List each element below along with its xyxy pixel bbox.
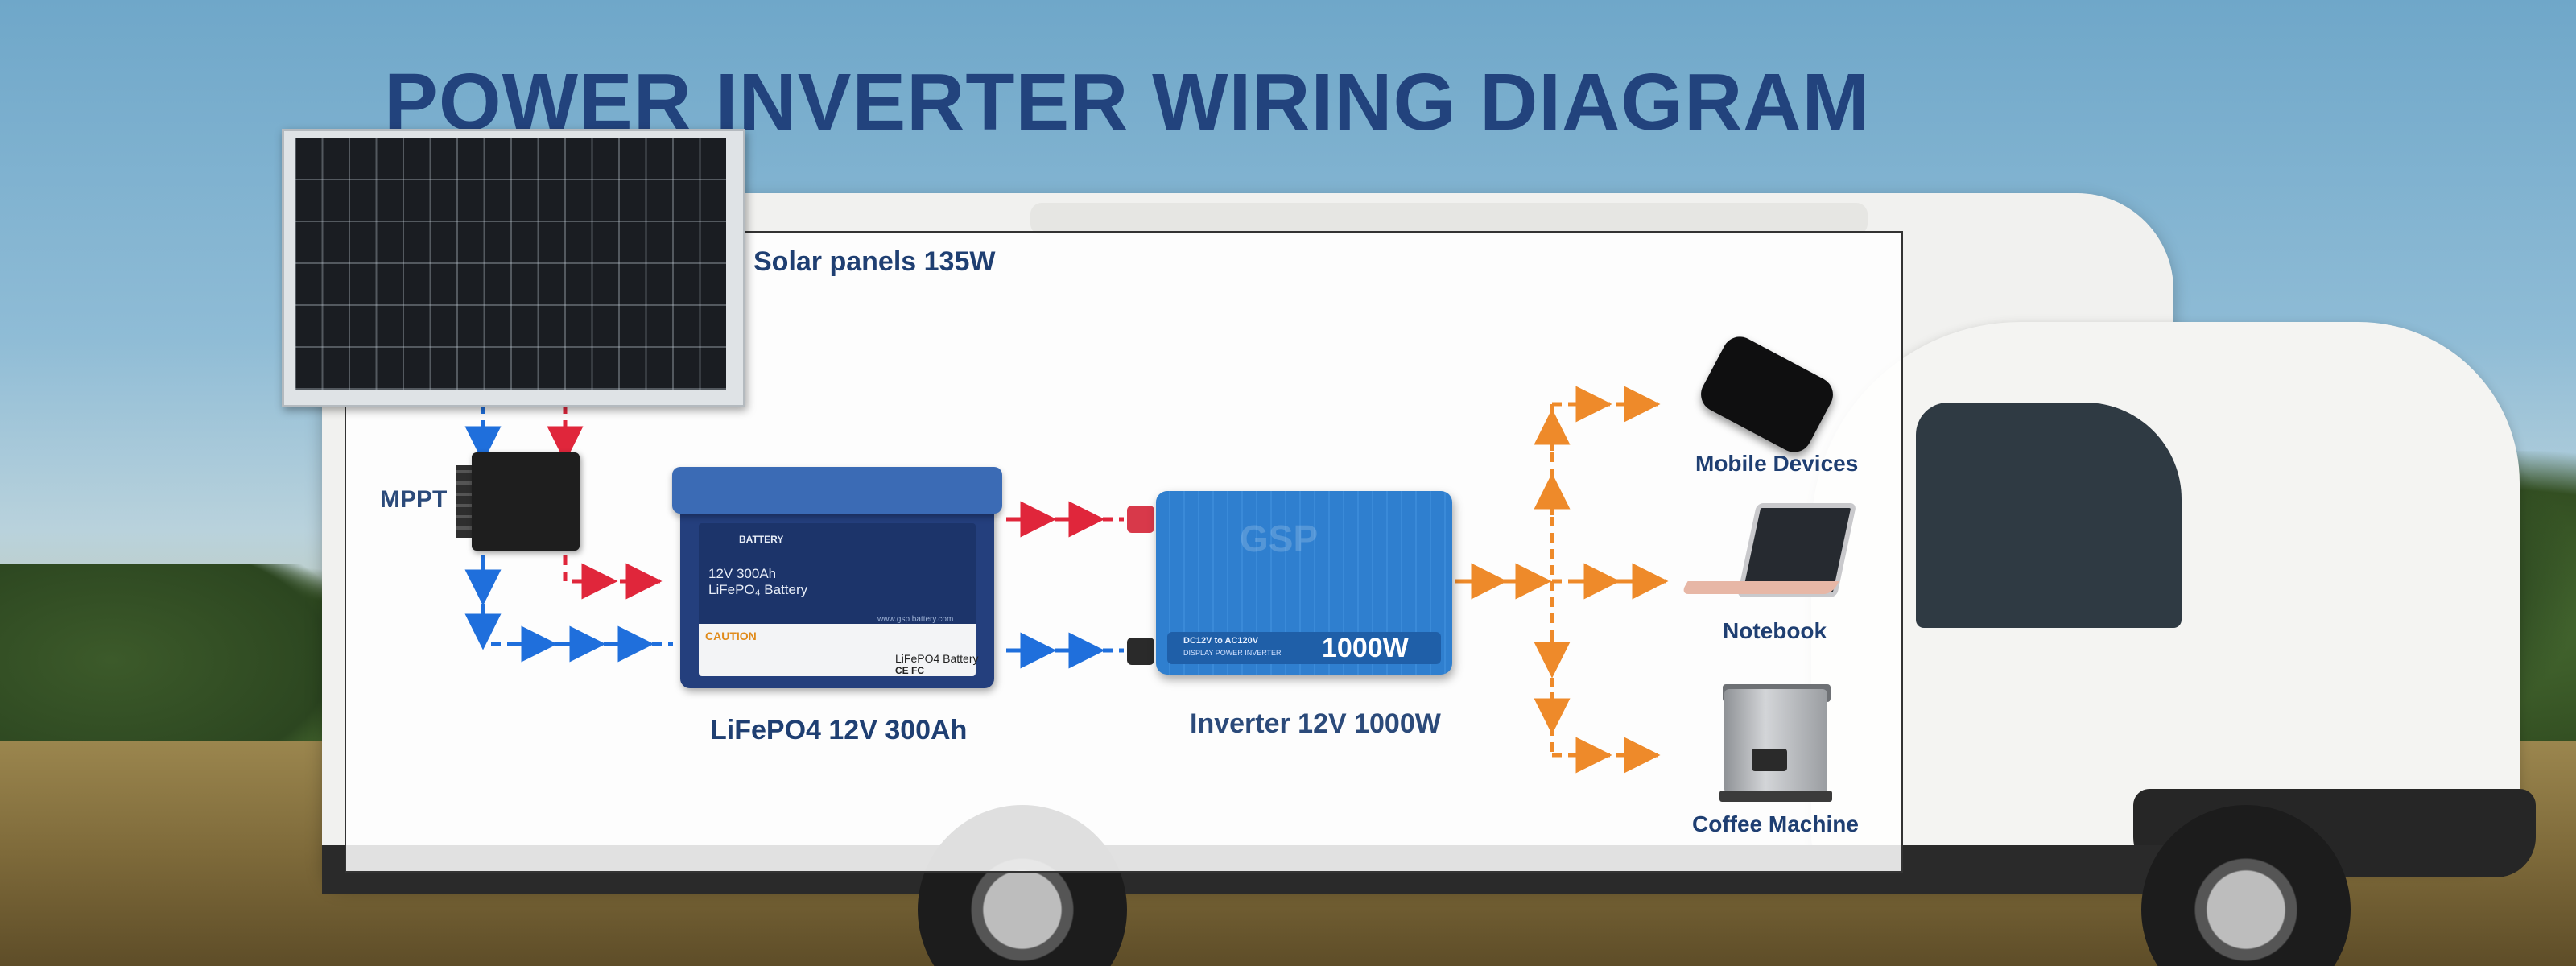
coffee-label: Coffee Machine bbox=[1692, 811, 1859, 836]
mppt-controller-icon bbox=[472, 452, 580, 551]
notebook-label: Notebook bbox=[1723, 618, 1827, 643]
coffee-machine-icon bbox=[1724, 689, 1827, 794]
mppt-label: MPPT bbox=[380, 486, 448, 513]
battery-marks: CE FC bbox=[895, 665, 924, 676]
coffee-machine-spout bbox=[1752, 749, 1787, 771]
rv-roof-vent bbox=[1030, 203, 1868, 235]
rv-wheel-front bbox=[2141, 805, 2351, 966]
inverter-band-text: DC12V to AC120V bbox=[1183, 636, 1259, 646]
mobile-label: Mobile Devices bbox=[1695, 451, 1859, 476]
battery-website: www.gsp battery.com bbox=[877, 615, 954, 624]
inverter-power-text: 1000W bbox=[1322, 633, 1409, 663]
inverter-negative-terminal bbox=[1127, 638, 1154, 665]
battery-type-label: LiFePO4 Battery bbox=[895, 652, 979, 665]
inverter-positive-terminal bbox=[1127, 506, 1154, 533]
rv-window bbox=[1916, 402, 2182, 628]
battery-label: LiFePO4 12V 300Ah bbox=[710, 715, 968, 745]
solar-label: Solar panels 135W bbox=[753, 246, 996, 277]
battery-lid bbox=[672, 467, 1002, 514]
inverter-band-sub: DISPLAY POWER INVERTER bbox=[1183, 649, 1282, 657]
battery-brand: BATTERY bbox=[739, 534, 784, 545]
inverter-display-band bbox=[1167, 632, 1441, 664]
wire-mppt-battery-positive bbox=[563, 555, 663, 600]
battery-chem: LiFePO₄ Battery bbox=[708, 582, 808, 597]
inverter-label: Inverter 12V 1000W bbox=[1190, 708, 1441, 739]
laptop-base bbox=[1680, 581, 1839, 594]
inverter-brand-watermark: GSP bbox=[1240, 518, 1319, 559]
battery-caution: CAUTION bbox=[705, 630, 757, 642]
wire-mppt-battery-negative bbox=[464, 555, 673, 663]
wire-inverter-ac bbox=[1455, 404, 1571, 755]
coffee-machine-base bbox=[1719, 791, 1832, 802]
battery-spec: 12V 300Ah bbox=[708, 566, 777, 581]
battery-caution-area bbox=[699, 624, 976, 676]
solar-cells bbox=[295, 138, 726, 390]
